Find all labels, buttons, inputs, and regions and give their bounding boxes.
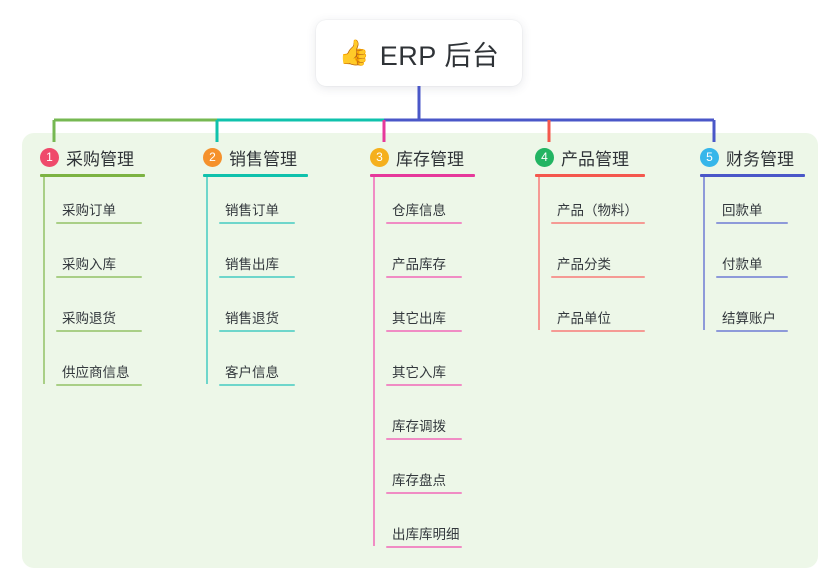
- branch-number-badge: 2: [203, 147, 222, 167]
- list-item[interactable]: 销售出库: [219, 253, 295, 281]
- list-item-label: 产品分类: [557, 257, 611, 272]
- list-item-underline: [551, 276, 645, 278]
- list-item-label: 付款单: [722, 257, 763, 272]
- branch-header-1[interactable]: 1 采购管理: [40, 145, 145, 169]
- branch-title: 采购管理: [66, 149, 134, 169]
- branch-underline: [700, 174, 805, 177]
- list-item-label: 销售出库: [225, 257, 279, 272]
- branch-title: 产品管理: [561, 149, 629, 169]
- list-item-label: 结算账户: [722, 311, 776, 326]
- list-item[interactable]: 其它入库: [386, 361, 462, 389]
- list-item[interactable]: 客户信息: [219, 361, 295, 389]
- list-item-underline: [716, 330, 788, 332]
- list-item[interactable]: 采购订单: [56, 199, 142, 227]
- branch-header-2[interactable]: 2 销售管理: [203, 145, 308, 169]
- list-item-underline: [56, 276, 142, 278]
- branch-title: 销售管理: [229, 149, 297, 169]
- branch-header-3[interactable]: 3 库存管理: [370, 145, 475, 169]
- list-item-label: 库存盘点: [392, 473, 446, 488]
- list-item-label: 产品（物料）: [557, 203, 638, 218]
- list-item-label: 其它出库: [392, 311, 446, 326]
- list-item-underline: [551, 222, 645, 224]
- list-item-label: 其它入库: [392, 365, 446, 380]
- list-item[interactable]: 库存盘点: [386, 469, 462, 497]
- branch-number-badge: 5: [700, 147, 719, 167]
- list-item-label: 回款单: [722, 203, 763, 218]
- list-item[interactable]: 库存调拨: [386, 415, 462, 443]
- root-node-title: ERP 后台: [379, 40, 500, 71]
- diagram-panel: [22, 133, 818, 568]
- branch-column-2: 2 销售管理销售订单销售出库销售退货客户信息: [203, 145, 308, 386]
- list-item-underline: [56, 384, 142, 386]
- branch-header-5[interactable]: 5 财务管理: [700, 145, 805, 169]
- branch-title: 库存管理: [396, 149, 464, 169]
- list-item-underline: [716, 276, 788, 278]
- list-item-underline: [219, 276, 295, 278]
- thumbs-up-icon: 👍: [338, 38, 370, 67]
- list-item[interactable]: 销售退货: [219, 307, 295, 335]
- list-item-label: 销售订单: [225, 203, 279, 218]
- list-item-underline: [386, 438, 462, 440]
- branch-column-3: 3 库存管理仓库信息产品库存其它出库其它入库库存调拨库存盘点出库库明细: [370, 145, 475, 548]
- list-item-underline: [386, 546, 462, 548]
- list-item-underline: [386, 330, 462, 332]
- list-item-label: 库存调拨: [392, 419, 446, 434]
- list-item-label: 仓库信息: [392, 203, 446, 218]
- list-item-label: 采购退货: [62, 311, 116, 326]
- list-item-label: 采购订单: [62, 203, 116, 218]
- list-item[interactable]: 付款单: [716, 253, 788, 281]
- branch-title: 财务管理: [726, 149, 794, 169]
- list-item-label: 供应商信息: [62, 365, 130, 380]
- list-item[interactable]: 回款单: [716, 199, 788, 227]
- list-item[interactable]: 产品库存: [386, 253, 462, 281]
- branch-column-4: 4 产品管理产品（物料） 产品分类产品单位: [535, 145, 645, 332]
- list-item-label: 采购入库: [62, 257, 116, 272]
- list-item-underline: [551, 330, 645, 332]
- branch-column-1: 1 采购管理采购订单采购入库采购退货供应商信息: [40, 145, 145, 386]
- root-node[interactable]: 👍 ERP 后台: [316, 20, 522, 86]
- list-item-label: 销售退货: [225, 311, 279, 326]
- list-item[interactable]: 产品分类: [551, 253, 645, 281]
- branch-header-4[interactable]: 4 产品管理: [535, 145, 645, 169]
- list-item-label: 客户信息: [225, 365, 279, 380]
- list-item[interactable]: 仓库信息: [386, 199, 462, 227]
- branch-number-badge: 1: [40, 147, 59, 167]
- list-item-underline: [219, 222, 295, 224]
- list-item[interactable]: 采购退货: [56, 307, 142, 335]
- list-item-underline: [386, 276, 462, 278]
- list-item-underline: [219, 330, 295, 332]
- list-item[interactable]: 其它出库: [386, 307, 462, 335]
- list-item[interactable]: 销售订单: [219, 199, 295, 227]
- branch-underline: [370, 174, 475, 177]
- list-item-underline: [386, 492, 462, 494]
- list-item[interactable]: 出库库明细: [386, 523, 462, 551]
- list-item[interactable]: 采购入库: [56, 253, 142, 281]
- list-item[interactable]: 产品单位: [551, 307, 645, 335]
- branch-number-badge: 4: [535, 147, 554, 167]
- branch-column-5: 5 财务管理回款单付款单结算账户: [700, 145, 805, 332]
- branch-underline: [535, 174, 645, 177]
- list-item[interactable]: 供应商信息: [56, 361, 142, 389]
- list-item-label: 产品库存: [392, 257, 446, 272]
- list-item-label: 出库库明细: [392, 527, 460, 542]
- list-item-underline: [386, 222, 462, 224]
- list-item-underline: [716, 222, 788, 224]
- list-item[interactable]: 结算账户: [716, 307, 788, 335]
- list-item[interactable]: 产品（物料）: [551, 199, 645, 227]
- list-item-underline: [219, 384, 295, 386]
- list-item-label: 产品单位: [557, 311, 611, 326]
- branch-underline: [203, 174, 308, 177]
- list-item-underline: [56, 330, 142, 332]
- branch-number-badge: 3: [370, 147, 389, 167]
- list-item-underline: [386, 384, 462, 386]
- branch-underline: [40, 174, 145, 177]
- list-item-underline: [56, 222, 142, 224]
